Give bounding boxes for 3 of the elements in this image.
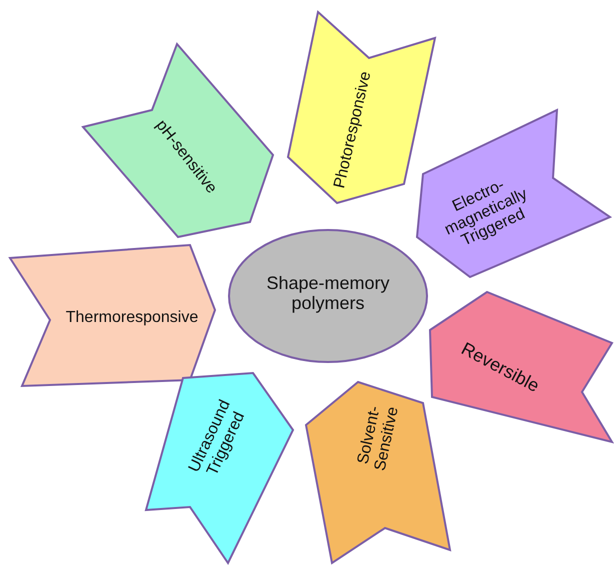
category-label: Solvent- Sensitive [354, 404, 402, 474]
category-label: Thermoresponsive [64, 309, 200, 327]
center-title: Shape-memory polymers [265, 274, 391, 314]
